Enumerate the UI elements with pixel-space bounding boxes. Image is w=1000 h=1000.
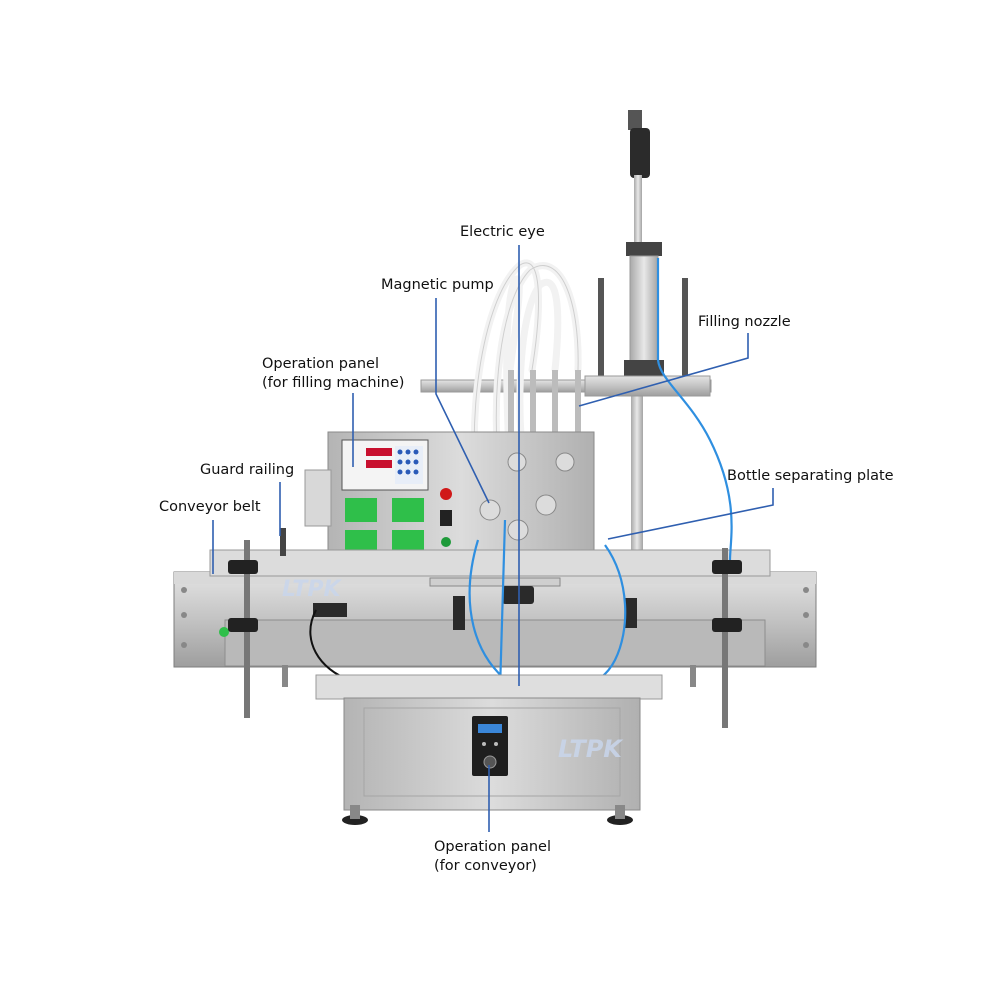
label-text: Guard railing — [200, 462, 295, 478]
label-electric-eye: Electric eye — [460, 223, 545, 242]
guard-rails — [228, 528, 742, 728]
filling-nozzles — [508, 370, 581, 465]
label-text: Conveyor belt — [159, 499, 261, 515]
label-conveyor-belt: Conveyor belt — [159, 498, 261, 517]
label-bottle-separating-plate: Bottle separating plate — [727, 467, 894, 486]
label-filling-nozzle: Filling nozzle — [698, 313, 791, 332]
label-text: Magnetic pump — [381, 277, 494, 293]
label-text: Filling nozzle — [698, 314, 791, 330]
label-text: Electric eye — [460, 224, 545, 240]
conveyor-operation-panel — [472, 716, 508, 776]
label-text: Bottle separating plate — [727, 468, 894, 484]
label-guard-railing: Guard railing — [200, 461, 294, 480]
magnetic-pumps — [479, 452, 575, 541]
label-operation-panel-filling: Operation panel (for filling machine) — [262, 355, 404, 393]
label-line-2: (for conveyor) — [434, 858, 537, 874]
leader-lines — [212, 245, 774, 832]
label-operation-panel-conveyor: Operation panel (for conveyor) — [434, 838, 551, 876]
label-line-1: Operation panel — [262, 356, 379, 372]
electric-eye-sensor — [313, 586, 637, 630]
label-magnetic-pump: Magnetic pump — [381, 276, 494, 295]
lifting-cylinder — [598, 110, 688, 572]
leader-line-magnetic-pump — [435, 298, 490, 504]
leader-line-filling-nozzle — [578, 333, 749, 407]
watermark-text: LTPK — [558, 735, 624, 763]
leader-line-bottle-separating-plate — [607, 488, 774, 540]
label-line-1: Operation panel — [434, 839, 551, 855]
conveyor — [173, 549, 817, 668]
filling-operation-panel — [341, 439, 452, 552]
watermark-text: LTPK — [282, 577, 343, 602]
label-line-2: (for filling machine) — [262, 375, 405, 391]
